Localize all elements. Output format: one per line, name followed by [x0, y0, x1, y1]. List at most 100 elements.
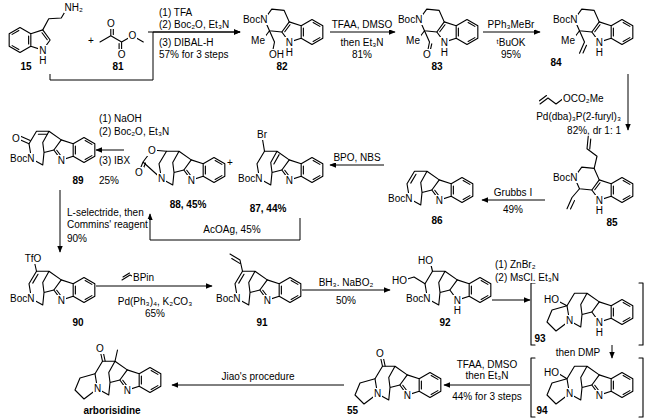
atom-label: HO — [543, 367, 560, 378]
atom-label: N — [187, 175, 196, 186]
reagent-text: PPh₃MeBr — [487, 19, 536, 30]
atom-label: O — [106, 18, 116, 29]
intermediate-bracket — [531, 358, 643, 417]
reagent-text: 95% — [500, 49, 522, 60]
atom-label: O — [134, 167, 144, 178]
compound-number: 84 — [549, 57, 562, 68]
atom-label: O — [422, 49, 432, 60]
compound-55-structure — [355, 355, 441, 404]
atom-label: N — [595, 390, 604, 401]
compound-number: 15 — [19, 61, 32, 72]
compound-node: 91 — [212, 252, 302, 332]
reagent-text: Jiao's procedure — [220, 371, 295, 382]
reagent-text: 82%, dr 1: 1 — [566, 125, 622, 136]
compound-88-structure — [159, 151, 225, 185]
reagent-text: BH₃. NaBO₂ — [318, 277, 375, 288]
compound-86-structure — [407, 171, 473, 205]
atom-label: N — [565, 315, 574, 326]
atom-label: N — [93, 383, 102, 394]
reagent-text: Pd(dba)₃P(2-furyl)₃ — [535, 111, 622, 122]
atom-label: N — [123, 385, 132, 396]
atom-label: BocN — [552, 172, 578, 183]
compound-number: 90 — [71, 317, 84, 328]
atom-label: Me — [250, 35, 266, 46]
atom-label: BocN — [242, 14, 268, 25]
reagent-text: Commins' reagent — [66, 219, 149, 230]
atom-label: BocN — [405, 293, 431, 304]
reagent-text: Grubbs I — [493, 187, 533, 198]
compound-number: 94 — [535, 405, 548, 416]
reaction-arrow — [172, 385, 344, 386]
compound-node: arborisidine — [62, 338, 172, 418]
reagent-text: BPO, NBS — [332, 152, 381, 163]
atom-label: H — [595, 205, 604, 216]
plus-sign: + — [226, 157, 234, 168]
reagent-text: (2) MsCl. Et₃N — [494, 272, 560, 283]
atom-label: Br — [256, 129, 268, 140]
reaction-arrow — [492, 300, 530, 301]
reagent-text: then Et₃N — [340, 37, 385, 48]
compound-number: 86 — [430, 215, 443, 226]
compound-node: 87, 44% — [234, 118, 330, 218]
atom-label: N — [403, 390, 412, 401]
compound-number: 83 — [430, 61, 443, 72]
atom-label: H — [38, 55, 47, 66]
reagent-text: 49% — [502, 204, 524, 215]
reagent-text: 44% for 3 steps — [451, 391, 522, 402]
reagent-text: 65% — [144, 308, 166, 319]
plus-sign: + — [87, 35, 95, 46]
atom-label: Me — [405, 35, 421, 46]
compound-node: 93 — [530, 283, 644, 345]
atom-label: O — [147, 145, 157, 156]
reagent-text: 50% — [335, 295, 357, 306]
compound-node: 86 — [384, 150, 482, 230]
atom-label: BocN — [215, 293, 241, 304]
reagent-text: (3) DIBAL-H — [158, 37, 214, 48]
atom-label: BocN — [9, 293, 35, 304]
atom-label: O — [128, 30, 138, 41]
atom-label: OH — [268, 49, 285, 60]
reagent-text: (2) Boc₂O, Et₃N — [98, 126, 170, 137]
compound-number: 88, 45% — [169, 199, 208, 210]
atom-label: HO — [543, 294, 560, 305]
atom-label: HO — [417, 255, 434, 266]
atom-label: H — [285, 47, 294, 58]
reagent-text: BPin — [132, 272, 155, 283]
reaction-arrow — [50, 32, 240, 80]
compound-number: 81 — [111, 61, 124, 72]
reaction-arrow — [302, 290, 390, 291]
reaction-arrow — [612, 345, 613, 358]
compound-number: arborisidine — [82, 405, 141, 416]
reagent-text: then DMP — [555, 347, 601, 358]
atom-label: N — [157, 173, 166, 184]
reagent-text: (1) TFA — [158, 7, 193, 18]
reaction-arrow — [330, 32, 395, 33]
reaction-arrow — [150, 214, 300, 240]
reagent-text: 25% — [98, 175, 120, 186]
atom-label: N — [373, 388, 382, 399]
atom-label: N — [435, 195, 444, 206]
compound-92-structure — [404, 261, 491, 305]
compound-number: 89 — [71, 175, 84, 186]
reagent-text: AcOAg, 45% — [202, 224, 261, 235]
atom-label: N — [565, 388, 574, 399]
compound-number: 85 — [605, 217, 618, 228]
atom-label: O — [11, 133, 21, 144]
compound-node: 92 — [390, 252, 492, 332]
reagent-text: then Et₃N — [465, 370, 510, 381]
atom-label: BocN — [387, 193, 413, 204]
atom-label: BocN — [552, 14, 578, 25]
compound-node: 89 — [4, 110, 96, 190]
arborisidine-structure — [75, 350, 161, 399]
reagent-text: (3) IBX — [98, 155, 131, 166]
compound-node: 81 — [96, 14, 148, 74]
atom-label: H — [453, 305, 462, 316]
reaction-arrow — [482, 200, 545, 201]
atom-label: BocN — [237, 173, 263, 184]
reaction-arrow — [96, 286, 212, 287]
atom-label: H — [595, 47, 604, 58]
compound-number: 87, 44% — [249, 203, 288, 214]
reagent-text: OCO₂Me — [562, 93, 605, 104]
reagent-text: Pd(Ph₃)₄, K₂CO₃ — [117, 296, 193, 307]
